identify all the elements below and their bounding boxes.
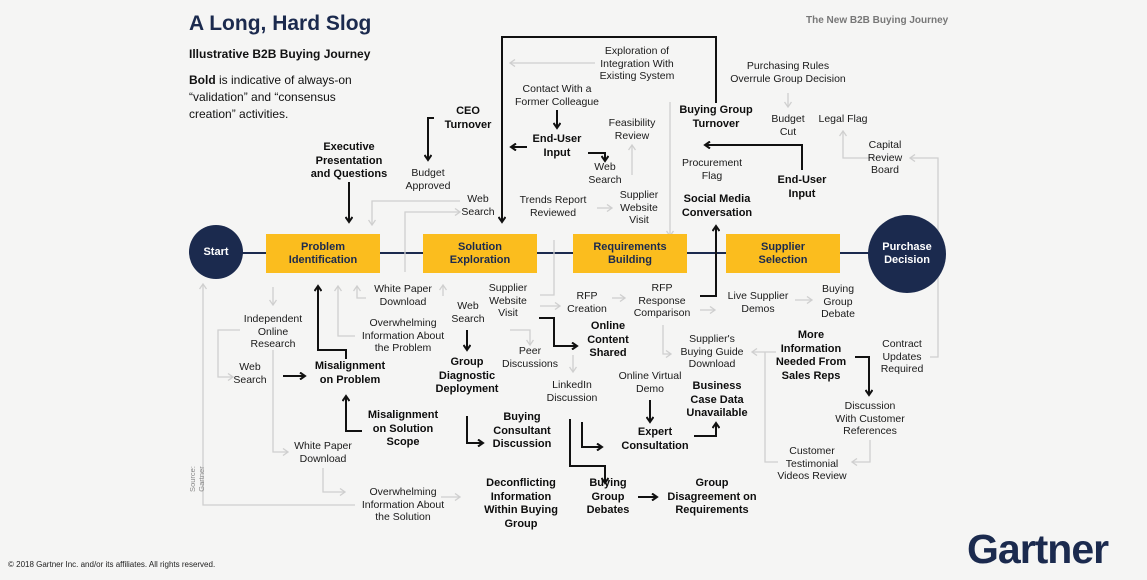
bold-activity: End-User Input bbox=[532, 133, 582, 159]
legend-note: Bold is indicative of always-on “validat… bbox=[189, 72, 352, 123]
activity: Capital Review Board bbox=[867, 139, 903, 176]
activity: Purchasing Rules Overrule Group Decision bbox=[730, 60, 846, 85]
stage-requirements-building: Requirements Building bbox=[573, 234, 687, 273]
activity: Overwhelming Information About the Solut… bbox=[361, 486, 445, 523]
activity: White Paper Download bbox=[294, 440, 352, 465]
activity: White Paper Download bbox=[374, 283, 432, 308]
bold-activity: Online Content Shared bbox=[587, 320, 629, 359]
bold-activity: Buying Group Debates bbox=[586, 477, 630, 516]
activity: Peer Discussions bbox=[501, 345, 559, 370]
activity: Independent Online Research bbox=[243, 313, 303, 350]
stage-purchase-decision: Purchase Decision bbox=[868, 215, 946, 293]
bold-activity: Group Disagreement on Requirements bbox=[667, 477, 757, 516]
stage-supplier-selection: Supplier Selection bbox=[726, 234, 840, 273]
activity: Legal Flag bbox=[818, 113, 868, 125]
activity: Contract Updates Required bbox=[880, 338, 924, 375]
page-title: A Long, Hard Slog bbox=[189, 12, 372, 35]
top-right-title: The New B2B Buying Journey bbox=[806, 15, 949, 26]
activity: Feasibility Review bbox=[608, 117, 656, 142]
activity: Buying Group Debate bbox=[821, 283, 855, 320]
activity: RFP Creation bbox=[567, 290, 607, 315]
bold-activity: Misalignment on Solution Scope bbox=[367, 409, 439, 448]
activity: Customer Testimonial Videos Review bbox=[777, 445, 847, 482]
bold-activity: Buying Consultant Discussion bbox=[492, 411, 552, 450]
activity: Live Supplier Demos bbox=[727, 290, 789, 315]
activity: Web Search bbox=[588, 161, 622, 186]
page-subtitle: Illustrative B2B Buying Journey bbox=[189, 47, 371, 61]
bold-activity: Misalignment on Problem bbox=[314, 360, 386, 386]
stage-solution-exploration: Solution Exploration bbox=[423, 234, 537, 273]
activity: Supplier Website Visit bbox=[619, 189, 659, 226]
activity: Web Search bbox=[233, 361, 267, 386]
activity: Contact With a Former Colleague bbox=[514, 83, 600, 108]
bold-activity: Expert Consultation bbox=[621, 426, 689, 452]
bold-activity: Social Media Conversation bbox=[681, 193, 753, 219]
bold-activity: CEO Turnover bbox=[444, 105, 492, 131]
minor-arrows bbox=[203, 63, 939, 506]
bold-activity: End-User Input bbox=[777, 174, 827, 200]
copyright: © 2018 Gartner Inc. and/or its affiliate… bbox=[8, 560, 216, 569]
bold-activity: Deconflicting Information Within Buying … bbox=[484, 477, 558, 530]
stage-problem-identification: Problem Identification bbox=[266, 234, 380, 273]
activity: LinkedIn Discussion bbox=[546, 379, 598, 404]
activity: Trends Report Reviewed bbox=[519, 194, 587, 219]
activity: Supplier Website Visit bbox=[488, 282, 528, 319]
bold-activity: More Information Needed From Sales Reps bbox=[775, 329, 847, 382]
activity: Web Search bbox=[451, 300, 485, 325]
activity: Online Virtual Demo bbox=[618, 370, 682, 395]
bold-activity: Executive Presentation and Questions bbox=[310, 141, 388, 180]
bold-activity: Group Diagnostic Deployment bbox=[435, 356, 499, 395]
activity: Web Search bbox=[461, 193, 495, 218]
activity: Discussion With Customer References bbox=[835, 400, 905, 437]
activity: Supplier's Buying Guide Download bbox=[680, 333, 744, 370]
activity: Budget Approved bbox=[405, 167, 451, 192]
activity: RFP Response Comparison bbox=[633, 282, 691, 319]
stage-start: Start bbox=[189, 225, 243, 279]
always-on-arrows bbox=[283, 36, 869, 497]
legend-text: is indicative of always-on “validation” … bbox=[189, 73, 352, 121]
legend-bold-word: Bold bbox=[189, 73, 216, 87]
activity: Budget Cut bbox=[771, 113, 805, 138]
activity: Exploration of Integration With Existing… bbox=[599, 45, 675, 82]
bold-activity: Buying Group Turnover bbox=[679, 104, 753, 130]
gartner-logo: Gartner bbox=[967, 526, 1109, 572]
bold-activity: Business Case Data Unavailable bbox=[686, 380, 748, 419]
activity: Procurement Flag bbox=[681, 157, 743, 182]
activity: Overwhelming Information About the Probl… bbox=[361, 317, 445, 354]
source-note: Source: Gartner bbox=[188, 466, 206, 492]
